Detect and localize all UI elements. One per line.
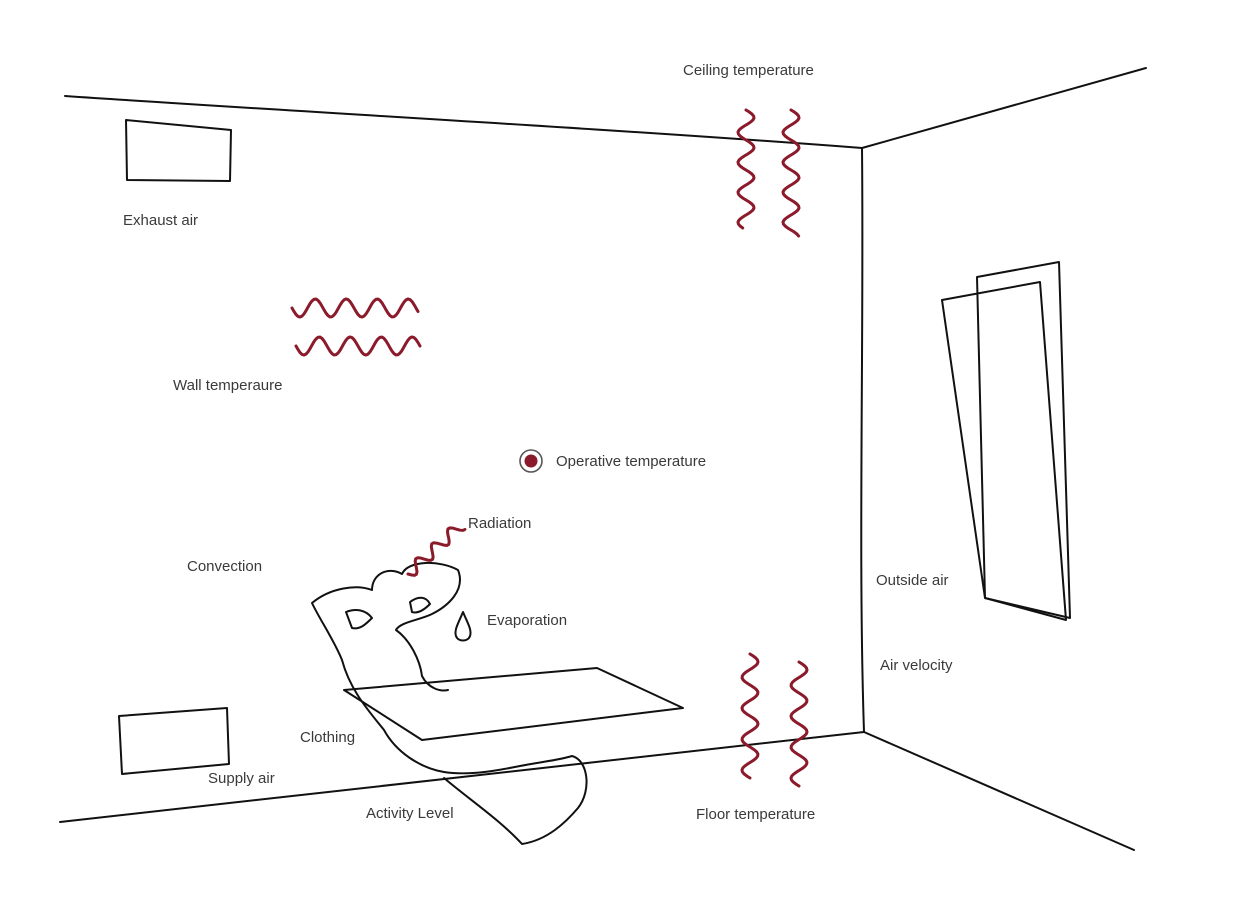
target-ring [519, 449, 543, 473]
window-frame-open [941, 281, 1067, 621]
ceiling-wave-icon-2 [781, 108, 801, 238]
exhaust-vent [125, 119, 232, 182]
window-frame-back [976, 261, 1071, 619]
person-outline [311, 561, 588, 845]
radiation-wave-icon [406, 526, 467, 577]
wall-wave-icon-2 [294, 335, 422, 357]
heat-waves [290, 108, 809, 788]
wall-wave-icon-1 [290, 297, 420, 319]
operative-temperature-label: Operative temperature [556, 453, 707, 470]
wall-temperature-label: Wall temperaure [173, 377, 283, 394]
target-dot-icon [519, 449, 543, 473]
ceiling-temperature-label: Ceiling temperature [683, 62, 814, 79]
convection-arc-cool [266, 648, 320, 697]
ceiling-line-right [861, 67, 1147, 149]
person-arm-right [409, 596, 431, 614]
convection-label: Convection [187, 558, 263, 575]
radiation-label: Radiation [468, 515, 532, 532]
air-velocity-label: Air velocity [880, 657, 953, 674]
person-arm-left [345, 609, 373, 630]
clothing-label: Clothing [300, 729, 356, 746]
ceiling-wave-icon-1 [736, 108, 756, 230]
floor-line-right [863, 731, 1135, 851]
floor-temperature-label: Floor temperature [696, 806, 816, 823]
target-dot [524, 454, 538, 468]
ceiling-line-left [64, 95, 863, 149]
evaporation-label: Evaporation [487, 612, 568, 629]
supply-air-label: Supply air [208, 770, 275, 787]
wall-corner-line [860, 147, 865, 733]
floor-wave-icon-2 [789, 660, 809, 788]
clothing-blanket [343, 667, 684, 741]
floor-wave-icon-1 [740, 652, 760, 780]
exhaust-air-label: Exhaust air [123, 212, 199, 229]
supply-vent [118, 707, 230, 775]
outside-air-label: Outside air [876, 572, 949, 589]
droplet-icon [454, 611, 472, 642]
floor-line-left [59, 731, 865, 823]
activity-level-label: Activity Level [366, 805, 454, 822]
